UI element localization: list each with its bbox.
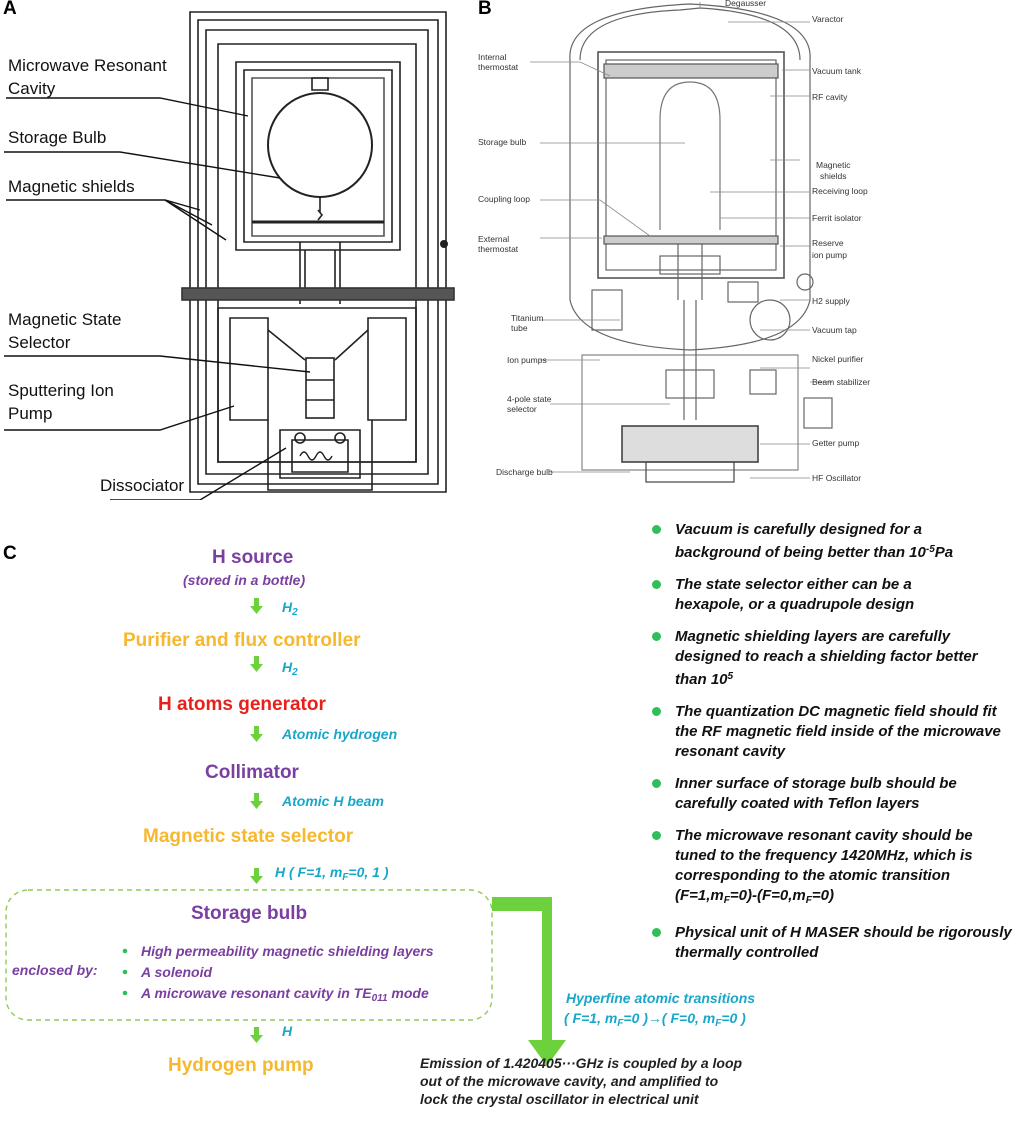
label-b-state-selector-1: 4-pole state bbox=[507, 394, 552, 404]
label-cavity-2: Cavity bbox=[8, 79, 56, 98]
bullet-dot-icon bbox=[652, 525, 661, 534]
bullet-item: The microwave resonant cavity should be … bbox=[652, 826, 1024, 911]
label-b-vacuum-tap: Vacuum tap bbox=[812, 325, 857, 335]
label-b-coupling-loop: Coupling loop bbox=[478, 194, 530, 204]
label-b-varactor: Varactor bbox=[812, 14, 844, 24]
label-b-shields-2: shields bbox=[820, 171, 847, 181]
label-b-receiving-loop: Receiving loop bbox=[812, 186, 868, 196]
label-b-ion-pumps: Ion pumps bbox=[507, 355, 547, 365]
label-h-out: H bbox=[282, 1023, 293, 1039]
label-pump-2: Pump bbox=[8, 404, 53, 423]
label-selector-1: Magnetic State bbox=[8, 310, 122, 329]
label-b-internal-1: Internal bbox=[478, 52, 507, 62]
flow-arrow-1 bbox=[250, 598, 263, 614]
label-b-storage-bulb: Storage bulb bbox=[478, 137, 527, 147]
node-generator: H atoms generator bbox=[158, 694, 326, 715]
label-selector-2: Selector bbox=[8, 333, 71, 352]
bullet-item: Physical unit of H MASER should be rigor… bbox=[652, 923, 1024, 963]
label-b-external-2: thermostat bbox=[478, 244, 519, 254]
label-b-nickel-purifier: Nickel purifier bbox=[812, 354, 864, 364]
node-selector: Magnetic state selector bbox=[143, 826, 354, 847]
label-b-titanium-1: Titanium bbox=[511, 313, 544, 323]
label-magnetic-shields: Magnetic shields bbox=[8, 177, 135, 196]
label-h2-b: H2 bbox=[282, 659, 298, 678]
storage-enclosure-box bbox=[5, 889, 493, 1021]
label-cavity-1: Microwave Resonant bbox=[8, 56, 167, 75]
label-b-h2-supply: H2 supply bbox=[812, 296, 850, 306]
panel-b-drawing bbox=[530, 2, 833, 483]
bullet-dot-icon bbox=[652, 831, 661, 840]
flow-arrow-5 bbox=[250, 868, 263, 884]
flow-arrow-6 bbox=[250, 1027, 263, 1043]
label-h2-a: H2 bbox=[282, 599, 298, 618]
enclosure-item-1: High permeability magnetic shielding lay… bbox=[141, 943, 434, 959]
label-b-state-selector-2: selector bbox=[507, 404, 537, 414]
label-transition: ( F=1, mF=0 )→( F=0, mF=0 ) bbox=[564, 1010, 746, 1029]
label-atomic-beam: Atomic H beam bbox=[282, 793, 384, 809]
node-purifier: Purifier and flux controller bbox=[123, 630, 361, 651]
panel-b-letter: B bbox=[478, 0, 492, 19]
bullet-list: Vacuum is carefully designed for a backg… bbox=[652, 520, 1024, 963]
label-b-internal-2: thermostat bbox=[478, 62, 519, 72]
label-b-hf-oscillator: HF Oscillator bbox=[812, 473, 862, 483]
emission-note: Emission of 1.420405···GHz is coupled by… bbox=[420, 1055, 743, 1107]
bullet-item: The state selector either can be a hexap… bbox=[652, 575, 1024, 615]
label-b-reserve-1: Reserve bbox=[812, 238, 844, 248]
bullet-item: Inner surface of storage bulb should be … bbox=[652, 774, 1024, 814]
panel-c-graphics bbox=[5, 598, 566, 1066]
panel-a-drawing bbox=[4, 11, 455, 500]
label-b-beam-stabilizer: Beam stabilizer bbox=[812, 377, 871, 387]
bullet-dot-icon bbox=[652, 632, 661, 641]
emission-arrow bbox=[492, 897, 566, 1066]
label-enclosed-by: enclosed by: bbox=[12, 962, 98, 978]
label-b-getter-pump: Getter pump bbox=[812, 438, 860, 448]
label-transition-title: Hyperfine atomic transitions bbox=[566, 990, 756, 1006]
label-dissociator: Dissociator bbox=[100, 476, 185, 495]
label-b-ferrit-isolator: Ferrit isolator bbox=[812, 213, 862, 223]
label-atomic-hydrogen: Atomic hydrogen bbox=[282, 726, 398, 742]
label-state: H ( F=1, mF=0, 1 ) bbox=[275, 864, 389, 883]
node-hydrogen-pump: Hydrogen pump bbox=[168, 1055, 314, 1076]
label-b-external-1: External bbox=[478, 234, 510, 244]
panel-a-letter: A bbox=[3, 0, 17, 19]
bullet-item: The quantization DC magnetic field shoul… bbox=[652, 702, 1024, 762]
label-b-titanium-2: tube bbox=[511, 323, 528, 333]
label-b-vacuum-tank: Vacuum tank bbox=[812, 66, 861, 76]
label-b-rf-cavity: RF cavity bbox=[812, 92, 848, 102]
bullet-dot-icon bbox=[652, 580, 661, 589]
label-b-shields-1: Magnetic bbox=[816, 160, 851, 170]
enclosure-item-3: A microwave resonant cavity in TE011 mod… bbox=[141, 985, 429, 1004]
enclosure-item-2: A solenoid bbox=[141, 964, 213, 980]
panel-c-letter: C bbox=[3, 543, 17, 564]
node-h-source-sub: (stored in a bottle) bbox=[183, 572, 306, 588]
label-b-reserve-2: ion pump bbox=[812, 250, 847, 260]
bullet-dot-icon bbox=[652, 928, 661, 937]
node-h-source: H source bbox=[212, 547, 294, 568]
flow-arrow-2 bbox=[250, 656, 263, 672]
label-b-discharge-bulb: Discharge bulb bbox=[496, 467, 553, 477]
bullet-item: Vacuum is carefully designed for a backg… bbox=[652, 520, 1024, 563]
label-b-degausser: Degausser bbox=[725, 0, 767, 8]
label-storage-bulb: Storage Bulb bbox=[8, 128, 107, 147]
bullet-dot-icon bbox=[652, 707, 661, 716]
bullet-dot-icon bbox=[652, 779, 661, 788]
label-pump-1: Sputtering Ion bbox=[8, 381, 114, 400]
node-collimator: Collimator bbox=[205, 762, 299, 783]
flow-arrow-4 bbox=[250, 793, 263, 809]
flow-arrow-3 bbox=[250, 726, 263, 742]
node-storage-bulb: Storage bulb bbox=[191, 903, 308, 924]
bullet-item: Magnetic shielding layers are carefully … bbox=[652, 627, 1024, 690]
